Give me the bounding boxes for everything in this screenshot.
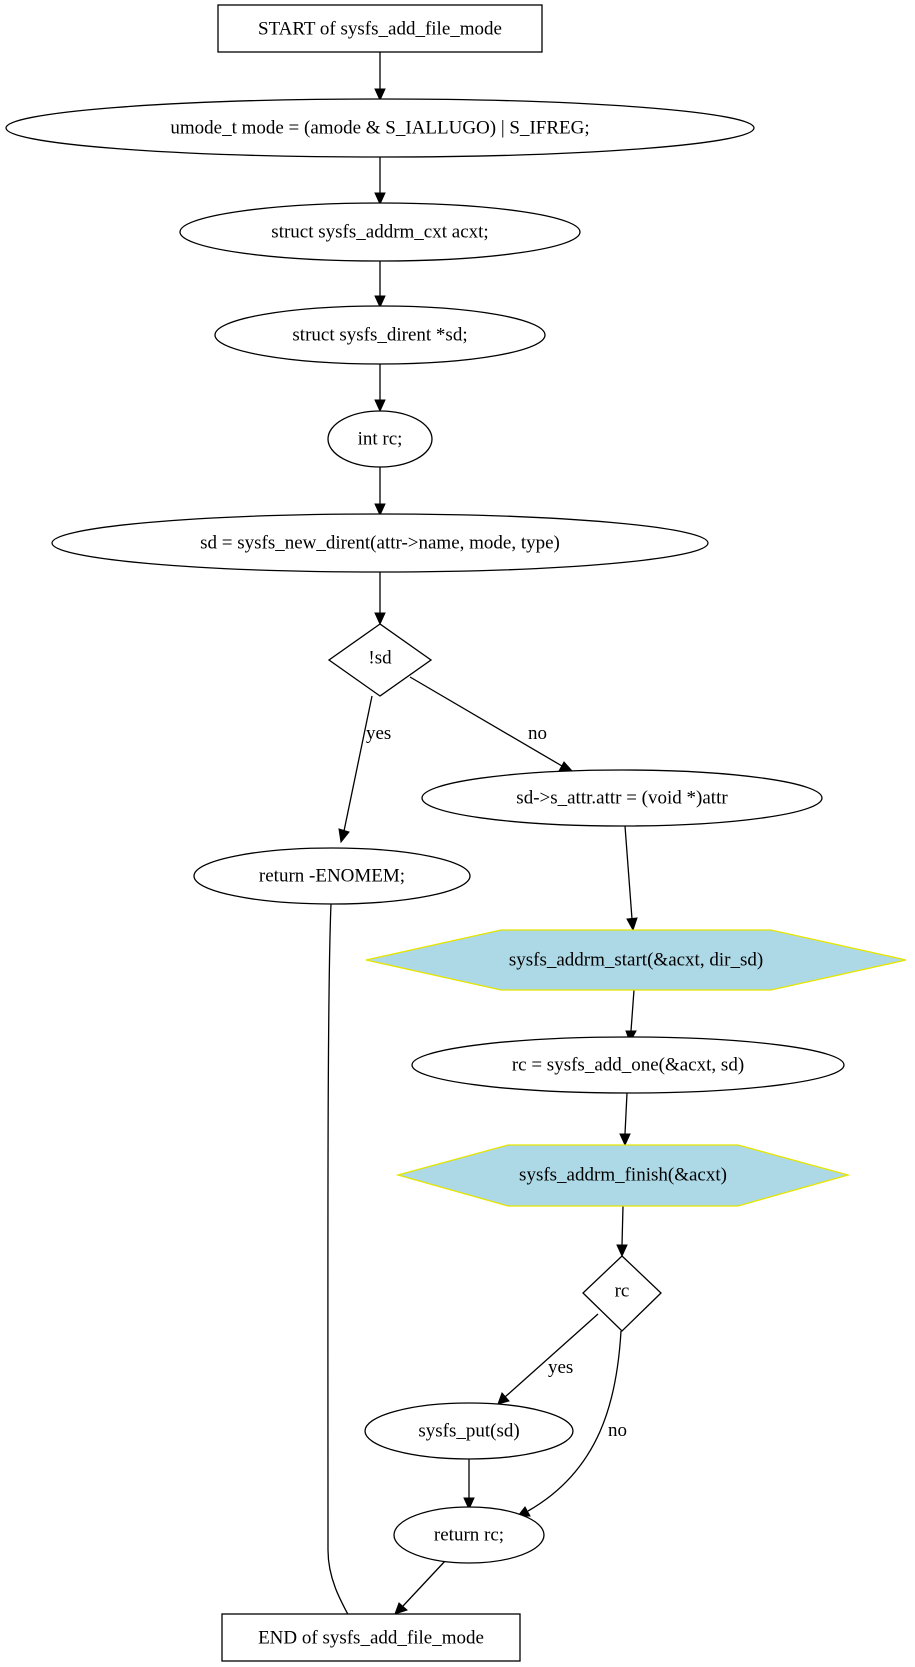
addrm-start-hexagon xyxy=(365,929,907,991)
edge-check-rc-no: no xyxy=(516,1330,627,1517)
edge-attr-to-addrm-start xyxy=(624,825,638,932)
edges: yes no yes xyxy=(327,52,638,1632)
check-sd-decision: !sd xyxy=(327,623,433,697)
addrm-finish-node: sysfs_addrm_finish(&acxt) xyxy=(395,1144,851,1207)
node-label: umode_t mode = (amode & S_IALLUGO) | S_I… xyxy=(170,118,589,139)
node-label: int rc; xyxy=(358,429,403,450)
start-node: START of sysfs_add_file_mode xyxy=(217,4,543,53)
rc-decl-node: int rc; xyxy=(327,410,433,468)
node-label: START of sysfs_add_file_mode xyxy=(258,19,502,40)
edge-add-one-to-addrm-finish xyxy=(619,1092,631,1147)
edge-label-no: no xyxy=(528,723,547,744)
node-label: sd = sysfs_new_dirent(attr->name, mode, … xyxy=(200,533,560,554)
node-label: struct sysfs_dirent *sd; xyxy=(292,325,467,346)
edge-enomem-to-end xyxy=(327,903,358,1632)
edge-label-yes: yes xyxy=(548,1357,573,1378)
sysfs-put-node: sysfs_put(sd) xyxy=(364,1402,574,1460)
addrm-start-node: sysfs_addrm_start(&acxt, dir_sd) xyxy=(365,929,907,991)
sd-decl-node: struct sysfs_dirent *sd; xyxy=(214,305,546,365)
node-label: !sd xyxy=(368,648,392,669)
node-label: rc = sysfs_add_one(&acxt, sd) xyxy=(512,1055,744,1076)
edge-check-rc-yes: yes xyxy=(497,1313,599,1405)
edge-put-to-return-rc xyxy=(463,1459,475,1511)
edge-check-sd-no: no xyxy=(409,676,575,773)
check-rc-decision: rc xyxy=(582,1255,662,1332)
addrm-finish-hexagon xyxy=(395,1144,851,1207)
node-label: sd->s_attr.attr = (void *)attr xyxy=(516,788,728,809)
return-rc-node: return rc; xyxy=(393,1506,545,1564)
acxt-decl-node: struct sysfs_addrm_cxt acxt; xyxy=(179,202,581,262)
edge-addrm-finish-to-check-rc xyxy=(616,1205,628,1258)
new-dirent-node: sd = sysfs_new_dirent(attr->name, mode, … xyxy=(51,513,709,573)
node-label: return -ENOMEM; xyxy=(259,866,405,887)
node-label: return rc; xyxy=(434,1525,504,1546)
edge-label-no: no xyxy=(608,1420,627,1441)
edge-start-to-mode xyxy=(374,52,386,102)
node-label: END of sysfs_add_file_mode xyxy=(258,1628,484,1649)
node-label: sysfs_addrm_start(&acxt, dir_sd) xyxy=(509,950,763,971)
edge-addrm-start-to-add-one xyxy=(625,989,637,1044)
edge-acxt-to-sd-decl xyxy=(374,261,386,309)
edge-return-rc-to-end xyxy=(394,1559,447,1615)
edge-check-sd-yes: yes xyxy=(338,695,391,844)
end-node: END of sysfs_add_file_mode xyxy=(221,1613,521,1662)
node-label: struct sysfs_addrm_cxt acxt; xyxy=(271,222,488,243)
node-label: sysfs_addrm_finish(&acxt) xyxy=(519,1165,727,1186)
nodes: START of sysfs_add_file_mode umode_t mod… xyxy=(5,4,907,1662)
edge-label-yes: yes xyxy=(366,723,391,744)
node-label: sysfs_put(sd) xyxy=(418,1421,519,1442)
mode-assign-node: umode_t mode = (amode & S_IALLUGO) | S_I… xyxy=(5,98,755,158)
edge-rc-decl-to-new-dirent xyxy=(374,467,386,517)
edge-sd-decl-to-rc-decl xyxy=(374,364,386,413)
attr-assign-node: sd->s_attr.attr = (void *)attr xyxy=(421,769,823,827)
node-label: rc xyxy=(615,1281,630,1302)
edge-mode-to-acxt xyxy=(374,157,386,206)
add-one-node: rc = sysfs_add_one(&acxt, sd) xyxy=(411,1036,845,1094)
edge-new-dirent-to-check-sd xyxy=(374,572,386,626)
return-enomem-node: return -ENOMEM; xyxy=(193,847,471,905)
